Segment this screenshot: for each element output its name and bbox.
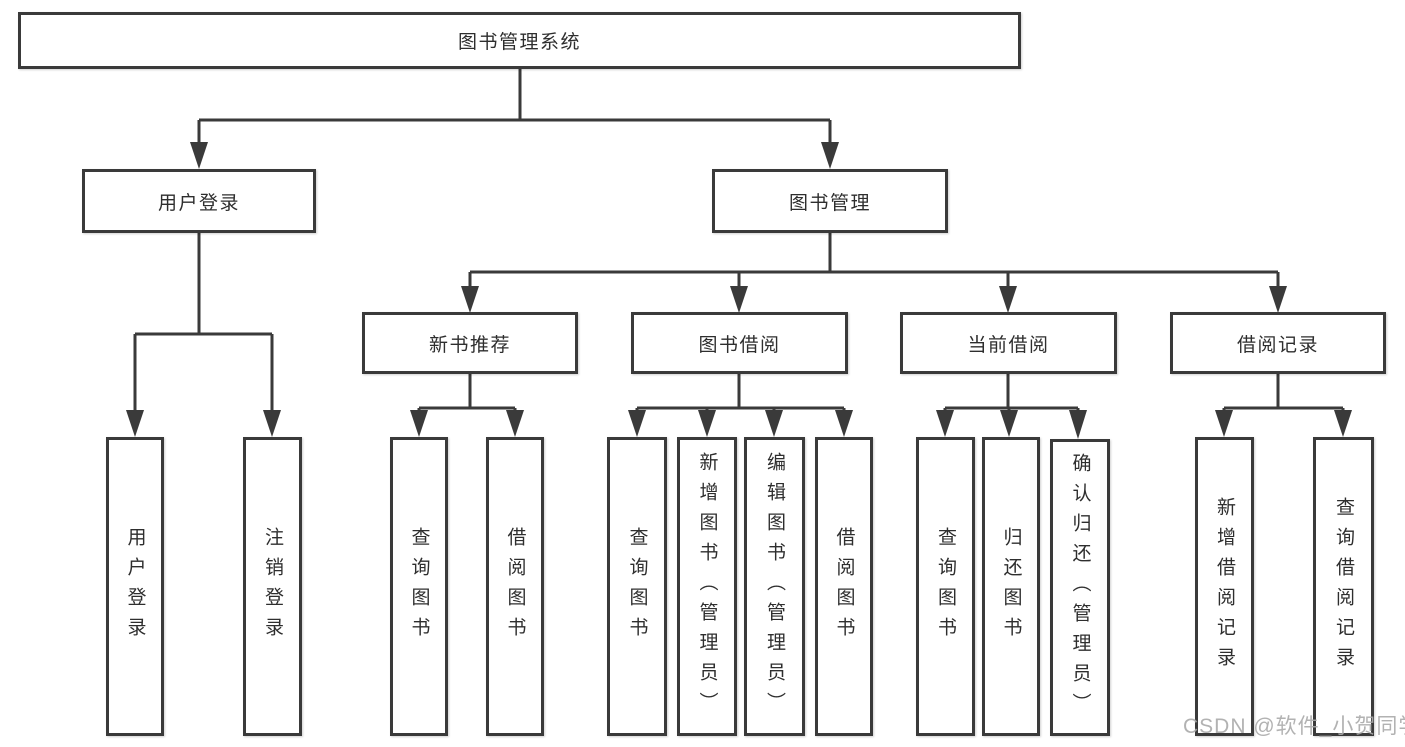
- leaf-borrow-books-recommend: 借阅图书: [486, 437, 544, 736]
- node-borrowing-records: 借阅记录: [1170, 312, 1386, 374]
- leaf-confirm-return-admin: 确认归还（管理员）: [1050, 439, 1110, 736]
- arrowheads: [126, 142, 1352, 439]
- node-current-borrowing: 当前借阅: [900, 312, 1117, 374]
- leaf-logout: 注销登录: [243, 437, 302, 736]
- leaf-user-login: 用户登录: [106, 437, 164, 736]
- node-library-management-system: 图书管理系统: [18, 12, 1021, 69]
- node-new-book-recommendation: 新书推荐: [362, 312, 578, 374]
- leaf-return-books: 归还图书: [982, 437, 1040, 736]
- node-user-login: 用户登录: [82, 169, 316, 233]
- leaf-borrow-books-borrowing: 借阅图书: [815, 437, 873, 736]
- leaf-query-books-borrowing: 查询图书: [607, 437, 667, 736]
- leaf-query-books-current: 查询图书: [916, 437, 975, 736]
- leaf-query-borrowing-record: 查询借阅记录: [1313, 437, 1374, 736]
- node-book-management: 图书管理: [712, 169, 948, 233]
- leaf-edit-books-admin: 编辑图书（管理员）: [744, 437, 805, 736]
- leaf-query-books-recommend: 查询图书: [390, 437, 448, 736]
- leaf-add-books-admin: 新增图书（管理员）: [677, 437, 737, 736]
- leaf-add-borrowing-record: 新增借阅记录: [1195, 437, 1254, 736]
- csdn-watermark: CSDN @软件_小贺同学: [1183, 715, 1405, 738]
- node-book-borrowing: 图书借阅: [631, 312, 848, 374]
